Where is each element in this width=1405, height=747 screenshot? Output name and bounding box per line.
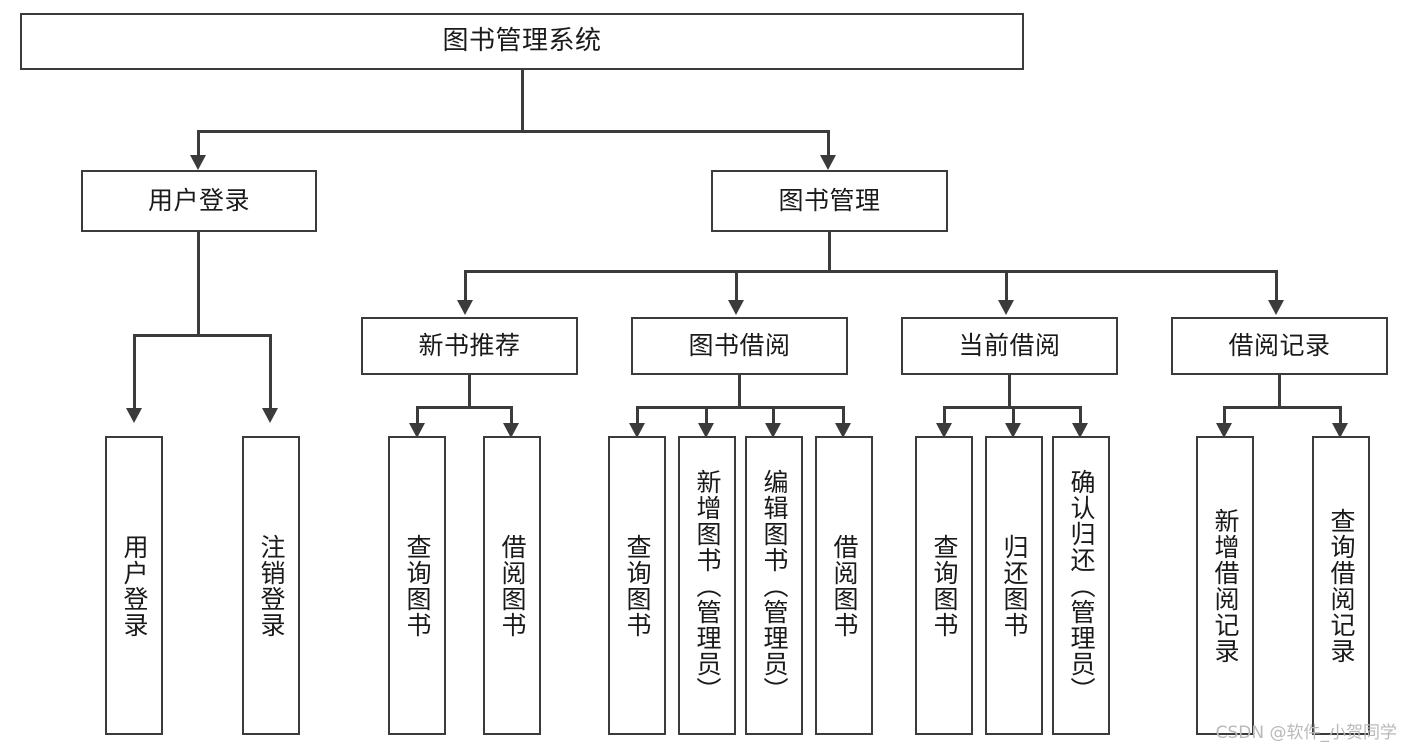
arrow-root-to-user-login xyxy=(190,155,206,170)
connector-root-to-book-manage xyxy=(827,130,830,158)
connector-book-manage-to-borrow-record xyxy=(1275,270,1278,302)
leaf-add-borrow-record[interactable]: 新增借阅记录 xyxy=(1196,436,1254,735)
node-label: 图书管理系统 xyxy=(442,26,602,57)
arrow-new-book-rec-to-leaf-1 xyxy=(409,423,425,438)
leaf-query-book-borrow[interactable]: 查询图书 xyxy=(608,436,666,735)
arrow-book-manage-to-book-borrow xyxy=(728,300,744,315)
node-label: 归还图书 xyxy=(1000,533,1029,638)
arrow-borrow-record-to-leaf-2 xyxy=(1332,423,1348,438)
connector-book-manage-bus xyxy=(464,270,1278,273)
arrow-book-manage-to-current-borrow xyxy=(998,300,1014,315)
node-label: 借阅图书 xyxy=(830,533,859,638)
node-current-borrow[interactable]: 当前借阅 xyxy=(901,317,1118,375)
leaf-user-login[interactable]: 用户登录 xyxy=(105,436,163,735)
connector-book-borrow-bus xyxy=(636,406,844,409)
connector-user-login-to-leaf-1 xyxy=(133,334,136,410)
node-label: 编辑图书（管理员） xyxy=(760,468,789,703)
leaf-borrow-book[interactable]: 借阅图书 xyxy=(815,436,873,735)
node-borrow-record[interactable]: 借阅记录 xyxy=(1171,317,1388,375)
connector-book-borrow-to-leaf-1 xyxy=(636,406,639,428)
node-label: 确认归还（管理员） xyxy=(1067,468,1096,703)
connector-root-bus xyxy=(197,130,829,133)
leaf-return-book[interactable]: 归还图书 xyxy=(985,436,1043,735)
node-label: 注销登录 xyxy=(257,533,286,638)
leaf-borrow-book-new-rec[interactable]: 借阅图书 xyxy=(483,436,541,735)
node-book-borrow[interactable]: 图书借阅 xyxy=(631,317,848,375)
connector-user-login-to-leaf-2 xyxy=(269,334,272,410)
node-label: 新增图书（管理员） xyxy=(693,468,722,703)
arrow-new-book-rec-to-leaf-2 xyxy=(503,423,519,438)
connector-user-login-bus xyxy=(133,334,269,337)
leaf-edit-book[interactable]: 编辑图书（管理员） xyxy=(745,436,803,735)
connector-book-manage-to-book-borrow xyxy=(735,270,738,302)
connector-book-borrow-stem xyxy=(738,375,741,408)
arrow-book-borrow-to-leaf-3 xyxy=(765,423,781,438)
connector-book-manage-stem xyxy=(828,232,831,272)
arrow-user-login-to-leaf-1 xyxy=(126,408,142,423)
leaf-logout[interactable]: 注销登录 xyxy=(242,436,300,735)
leaf-query-book-new-rec[interactable]: 查询图书 xyxy=(388,436,446,735)
leaf-add-book[interactable]: 新增图书（管理员） xyxy=(678,436,736,735)
connector-borrow-record-bus xyxy=(1223,406,1341,409)
node-label: 借阅记录 xyxy=(1228,331,1331,361)
node-book-management[interactable]: 图书管理 xyxy=(711,170,948,232)
connector-borrow-record-to-leaf-1 xyxy=(1223,406,1226,428)
connector-current-borrow-to-leaf-3 xyxy=(1079,406,1082,428)
arrow-borrow-record-to-leaf-1 xyxy=(1216,423,1232,438)
leaf-confirm-return[interactable]: 确认归还（管理员） xyxy=(1052,436,1110,735)
connector-current-borrow-to-leaf-1 xyxy=(943,406,946,428)
node-label: 新增借阅记录 xyxy=(1211,507,1240,664)
leaf-query-book-current[interactable]: 查询图书 xyxy=(915,436,973,735)
arrow-current-borrow-to-leaf-3 xyxy=(1072,423,1088,438)
node-label: 查询借阅记录 xyxy=(1327,507,1356,664)
node-label: 借阅图书 xyxy=(498,533,527,638)
arrow-current-borrow-to-leaf-2 xyxy=(1005,423,1021,438)
arrow-user-login-to-leaf-2 xyxy=(262,408,278,423)
node-new-book-recommendation[interactable]: 新书推荐 xyxy=(361,317,578,375)
node-label: 图书管理 xyxy=(778,186,881,216)
connector-new-book-rec-to-leaf-1 xyxy=(416,406,419,428)
arrow-book-borrow-to-leaf-4 xyxy=(835,423,851,438)
arrow-root-to-book-manage xyxy=(820,155,836,170)
node-label: 查询图书 xyxy=(930,533,959,638)
node-user-login[interactable]: 用户登录 xyxy=(81,170,317,232)
node-label: 查询图书 xyxy=(623,533,652,638)
arrow-current-borrow-to-leaf-1 xyxy=(936,423,952,438)
connector-book-borrow-to-leaf-3 xyxy=(772,406,775,428)
connector-new-book-rec-to-leaf-2 xyxy=(510,406,513,428)
connector-current-borrow-stem xyxy=(1008,375,1011,408)
connector-borrow-record-to-leaf-2 xyxy=(1339,406,1342,428)
arrow-book-borrow-to-leaf-2 xyxy=(698,423,714,438)
connector-book-borrow-to-leaf-4 xyxy=(842,406,845,428)
connector-root-to-user-login xyxy=(197,130,200,158)
node-label: 新书推荐 xyxy=(418,331,521,361)
csdn-watermark: CSDN @软件_小贺同学 xyxy=(1215,723,1397,743)
connector-book-manage-to-new-book-rec xyxy=(464,270,467,302)
arrow-book-manage-to-new-book-rec xyxy=(457,300,473,315)
node-root-book-management-system[interactable]: 图书管理系统 xyxy=(20,13,1024,70)
connector-new-book-rec-stem xyxy=(468,375,471,408)
connector-borrow-record-stem xyxy=(1278,375,1281,408)
arrow-book-manage-to-borrow-record xyxy=(1268,300,1284,315)
node-label: 用户登录 xyxy=(147,186,250,216)
leaf-query-borrow-record[interactable]: 查询借阅记录 xyxy=(1312,436,1370,735)
connector-book-borrow-to-leaf-2 xyxy=(705,406,708,428)
node-label: 当前借阅 xyxy=(958,331,1061,361)
connector-book-manage-to-current-borrow xyxy=(1005,270,1008,302)
arrow-book-borrow-to-leaf-1 xyxy=(629,423,645,438)
connector-new-book-rec-bus xyxy=(416,406,512,409)
connector-user-login-stem xyxy=(197,232,200,336)
node-label: 查询图书 xyxy=(403,533,432,638)
node-label: 用户登录 xyxy=(120,533,149,638)
connector-root-stem xyxy=(521,70,524,132)
node-label: 图书借阅 xyxy=(688,331,791,361)
connector-current-borrow-to-leaf-2 xyxy=(1012,406,1015,428)
